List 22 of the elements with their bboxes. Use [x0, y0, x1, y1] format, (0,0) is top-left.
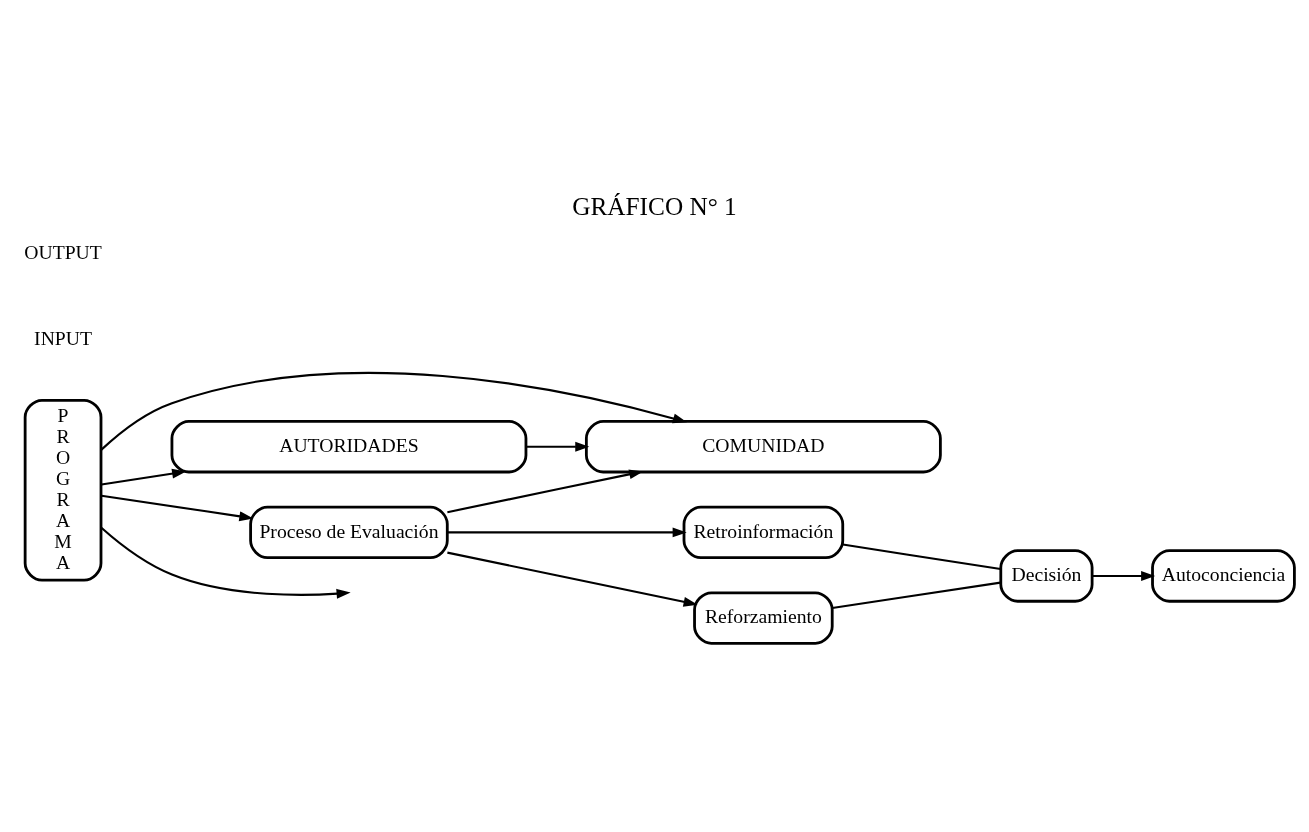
diagram-title: GRÁFICO N° 1	[572, 191, 737, 220]
arrow	[100, 371, 687, 451]
arrow	[447, 468, 644, 513]
node-box: P R O G R A M A	[23, 398, 103, 582]
arrow	[100, 526, 351, 599]
label: INPUT	[34, 326, 92, 349]
node-box: AUTORIDADES	[170, 419, 528, 473]
node-box: Autoconciencia	[1151, 548, 1296, 603]
node-box: Reforzamiento	[693, 590, 834, 645]
arrow	[526, 441, 590, 452]
node-box: Retroinformación	[682, 505, 845, 559]
node-box: COMUNIDAD	[584, 419, 942, 473]
label: OUTPUT	[24, 240, 102, 263]
arrow	[447, 551, 698, 607]
arrow	[101, 494, 254, 521]
connector	[842, 543, 1001, 570]
node-box: Proceso de Evaluación	[249, 505, 449, 559]
arrow	[1092, 570, 1156, 581]
arrow	[101, 468, 187, 486]
connector	[832, 581, 1001, 609]
node-box: Decisión	[999, 548, 1094, 603]
arrow	[447, 526, 687, 537]
